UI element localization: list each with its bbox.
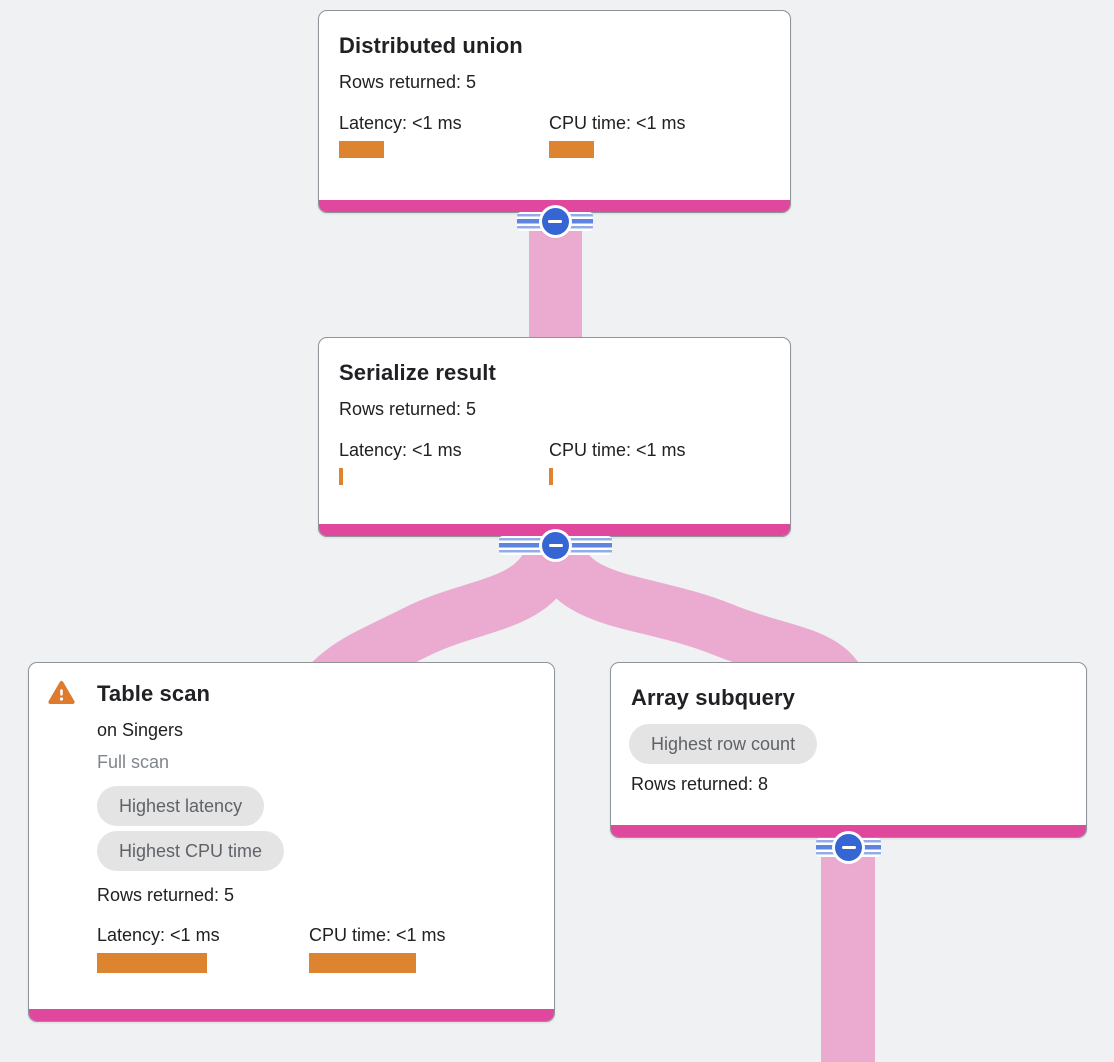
node-title: Distributed union: [339, 33, 523, 58]
cpu-time-bar: [549, 468, 553, 485]
latency-label: Latency: <1 ms: [97, 925, 220, 945]
collapse-node-button[interactable]: [835, 834, 862, 861]
latency-label: Latency: <1 ms: [339, 440, 462, 460]
connector-array-subquery: [816, 834, 881, 861]
plan-node-array-subquery[interactable]: Array subquery Highest row count Rows re…: [610, 662, 1087, 838]
rows-returned: Rows returned: 5: [339, 72, 477, 92]
cpu-time-label: CPU time: <1 ms: [549, 113, 686, 133]
rows-returned: Rows returned: 8: [631, 774, 769, 794]
plan-node-table-scan[interactable]: Table scan on Singers Full scan Highest …: [28, 662, 555, 1022]
latency-bar: [339, 141, 384, 158]
plan-node-distributed-union[interactable]: Distributed union Rows returned: 5 Laten…: [318, 10, 791, 213]
node-title: Serialize result: [339, 360, 496, 385]
rows-returned: Rows returned: 5: [339, 399, 477, 419]
rows-returned: Rows returned: 5: [97, 885, 235, 905]
minus-icon: [841, 845, 856, 850]
latency-bar: [339, 468, 343, 485]
warning-triangle-icon: [48, 680, 75, 705]
latency-bar: [97, 953, 207, 973]
cpu-time-label: CPU time: <1 ms: [549, 440, 686, 460]
node-title: Table scan: [97, 681, 211, 706]
scan-type-note: Full scan: [97, 752, 170, 772]
connector-distributed-union: [517, 208, 593, 235]
badge-highest-latency: Highest latency: [97, 786, 265, 826]
metrics-row: Latency: <1 ms CPU time: <1 ms: [339, 111, 770, 158]
cpu-time-bar: [549, 141, 594, 158]
cpu-time-label: CPU time: <1 ms: [309, 925, 446, 945]
node-accent-strip: [29, 1009, 554, 1021]
edge-arraysubquery-to-child: [821, 832, 875, 1062]
collapse-node-button[interactable]: [542, 532, 569, 559]
badge-highest-row-count: Highest row count: [629, 724, 818, 764]
minus-icon: [548, 543, 563, 548]
plan-node-serialize-result[interactable]: Serialize result Rows returned: 5 Latenc…: [318, 337, 791, 537]
insight-badges: Highest latency Highest CPU time: [97, 786, 534, 871]
badge-highest-cpu-time: Highest CPU time: [97, 831, 285, 871]
latency-label: Latency: <1 ms: [339, 113, 462, 133]
node-subtitle: on Singers: [97, 720, 184, 740]
collapse-node-button[interactable]: [541, 208, 569, 235]
node-title: Array subquery: [631, 685, 796, 710]
metrics-row: Latency: <1 ms CPU time: <1 ms: [97, 923, 534, 973]
node-accent-strip: [611, 825, 1086, 837]
minus-icon: [548, 219, 562, 224]
cpu-time-bar: [309, 953, 416, 973]
connector-serialize-result: [499, 532, 612, 559]
metrics-row: Latency: <1 ms CPU time: <1 ms: [339, 438, 770, 485]
